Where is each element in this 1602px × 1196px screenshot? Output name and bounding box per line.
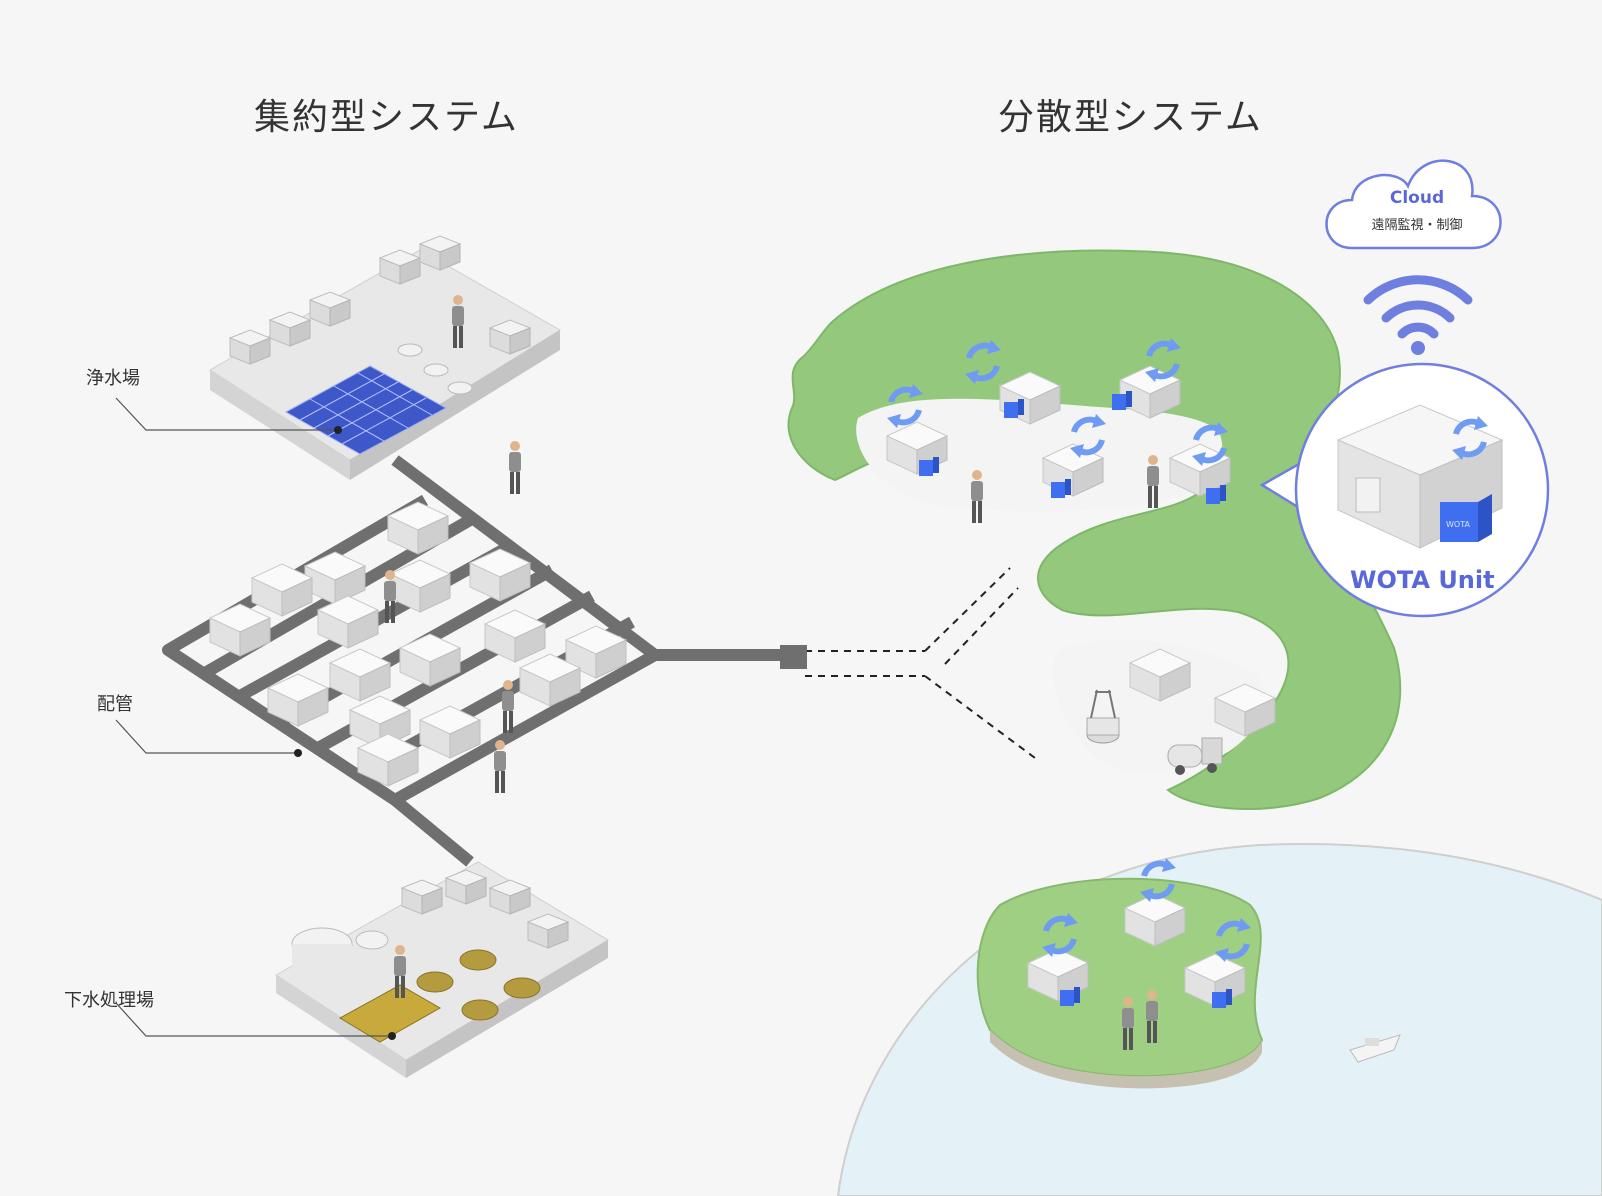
well-icon [1086, 689, 1120, 744]
wota-unit-callout [1259, 362, 1550, 618]
pipe-network [162, 455, 790, 867]
connection-dashed-lines [805, 567, 1036, 759]
cloud-title: Cloud [1389, 188, 1445, 208]
distributed-system-heading: 分散型システム [998, 97, 1263, 138]
wifi-icon [1363, 275, 1473, 339]
sewage-plant-label: 下水処理場 [64, 990, 154, 1011]
land-clearing [856, 398, 1223, 512]
wota-tag: WOTA [1446, 520, 1470, 529]
wota-unit-label: WOTA Unit [1350, 566, 1495, 594]
water-plant [209, 235, 561, 480]
cloud-subtitle: 遠隔監視・制御 [1371, 218, 1463, 233]
centralized-system-heading: 集約型システム [254, 97, 519, 138]
cloud-icon [1325, 159, 1502, 250]
truck-icon [1167, 737, 1223, 775]
boat-icon [1349, 1034, 1401, 1063]
water-plant-label: 浄水場 [86, 368, 140, 389]
pipe-end [780, 645, 807, 669]
walking-woman-person-icon [509, 441, 521, 494]
sewage-plant [275, 861, 609, 1078]
wifi-dot [1411, 341, 1425, 355]
pipes-label: 配管 [97, 694, 133, 715]
